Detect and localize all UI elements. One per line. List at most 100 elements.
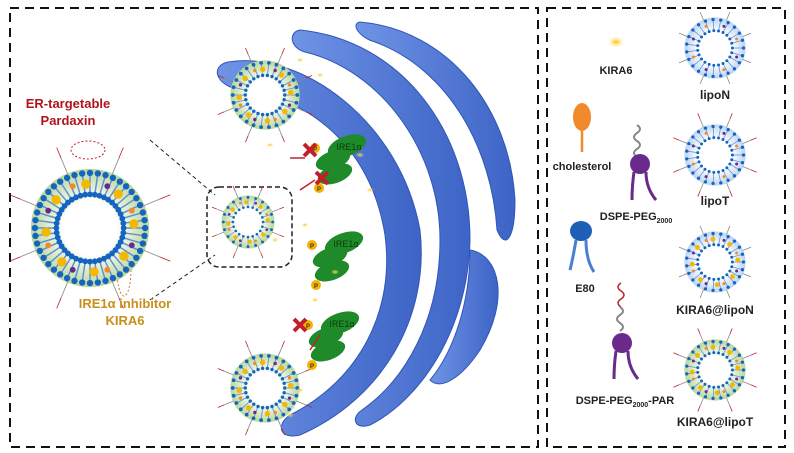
kira6-molecule [710,344,716,350]
kira6-molecule [236,387,242,394]
pardaxin-label-2: Pardaxin [41,113,96,128]
kira6-molecule [735,257,741,263]
inhibition-x-icon [314,170,330,186]
phosphate-icon [307,240,317,250]
kira6-molecule [296,57,304,63]
lipoT-label: lipoT [701,194,730,208]
kira6-molecule [264,118,271,124]
phosphate-label: P [306,324,310,330]
kira6-molecule [119,251,129,261]
kira6-molecule [226,221,231,226]
kira6-molecule [245,405,252,411]
kira6-molecule [698,277,703,282]
inhibition-line [309,334,321,351]
inhibitor-label-1: IRE1α inhibitor [79,296,172,311]
kira6-molecule [730,382,735,387]
kira6-molecule [695,245,700,250]
kira6-molecule [242,368,248,375]
kira6-molecule [129,219,139,229]
zoom-line-top [149,139,216,196]
cholesterol-label: cholesterol [553,161,612,173]
inhibition-x-icon [302,142,318,158]
inhibition-line [299,179,316,191]
kira6-molecule [735,365,741,371]
kira6-molecule [261,232,266,237]
kira6-molecule [247,239,252,244]
kira6-molecule [296,387,304,393]
kira6-molecule [236,94,242,101]
kira6-molecule [282,108,288,115]
kira6-molecule [265,218,270,223]
dspe-peg-icon [630,124,658,201]
kira6-icon [607,36,625,48]
kira6-molecule [233,235,238,240]
dspe-peg-par-icon [612,282,640,380]
kira6-molecule [282,401,288,408]
kira6-molecule [710,236,716,242]
kira6-molecule [264,411,271,417]
e80-icon [568,221,596,273]
phosphate-label: P [313,147,317,153]
e80-label: E80 [575,283,595,295]
kira6-molecule [331,269,339,275]
kira6-molecule [288,89,294,96]
kira6-molecule [242,75,248,82]
kira6-legend-label: KIRA6 [599,65,632,77]
kira6-molecule [316,72,324,78]
zoom-box [206,186,293,268]
kira6-molecule [727,350,732,355]
kira6-molecule [259,359,266,365]
kira6-lipoN-label: KIRA6@lipoN [676,303,754,317]
phosphate-label: P [317,187,321,193]
targeted-liposome-large [9,147,171,309]
kira6-molecule [689,369,695,375]
dspe-peg-label: DSPE-PEG2000 [600,211,673,225]
phosphate-label: P [310,244,314,250]
kira6-molecule [89,267,99,277]
kira6-molecule [258,204,263,209]
lipoN-icon [678,11,752,85]
kira6-molecule [51,195,61,205]
ire1a-label: IRE1α [329,319,354,329]
kira6-molecule [301,222,309,228]
kira6-molecule [244,200,249,205]
ire1a-label: IRE1α [333,239,358,249]
liposome-top [217,47,313,143]
kira6-molecule [81,179,91,189]
kira6-lipoN-icon [678,225,752,299]
inhibition-x-icon [292,317,308,333]
kira6-molecule [271,237,279,243]
pardaxin-callout [70,140,106,160]
pardaxin-label-1: ER-targetable [26,96,111,111]
phosphate-label: P [310,364,314,370]
kira6-molecule [698,385,703,390]
kira6-molecule [41,227,51,237]
kira6-molecule [311,297,319,303]
kira6-molecule [230,207,235,212]
phosphate-icon [314,183,324,193]
kira6-molecule [259,66,266,72]
kira6-molecule [695,353,700,358]
dspe-peg-par-label: DSPE-PEG2000-PAR [576,395,675,409]
kira6-molecule [727,242,732,247]
left-panel-border [9,7,539,448]
phosphate-icon [307,360,317,370]
phosphate-icon [303,320,313,330]
kira6-molecule [356,152,364,158]
zoom-line-bottom [149,254,216,301]
phosphate-label: P [314,284,318,290]
kira6-molecule [288,382,294,389]
kira6-molecule [730,274,735,279]
lipoN-label: lipoN [700,88,730,102]
kira6-molecule [286,412,294,418]
liposome-bottom [217,340,313,436]
lipoT-icon [673,113,757,197]
right-panel-border [546,7,786,448]
kira6-molecule [689,261,695,267]
endoplasmic-reticulum [216,21,516,437]
liposome-in-zoom-box [211,185,285,259]
